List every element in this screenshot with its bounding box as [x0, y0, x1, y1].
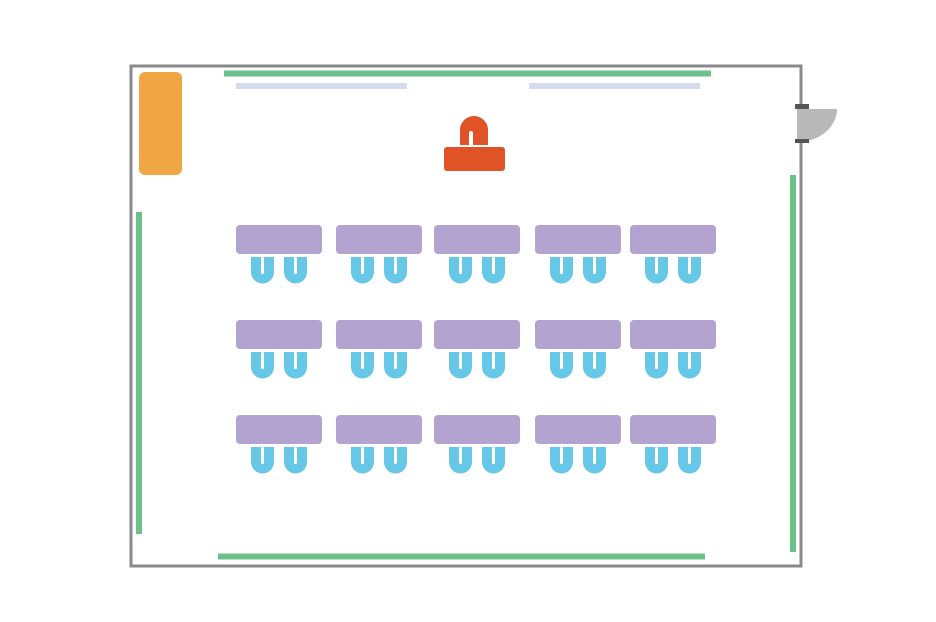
chair-icon — [251, 257, 274, 284]
desk — [535, 225, 621, 254]
chair-icon — [678, 257, 701, 284]
desk-station — [535, 320, 621, 379]
desk — [535, 415, 621, 444]
room-walls — [129, 64, 803, 568]
chair-icon — [645, 352, 668, 379]
chair-icon — [251, 352, 274, 379]
chair-icon — [449, 447, 472, 474]
desk-station — [236, 320, 322, 379]
chair-icon — [284, 352, 307, 379]
chair-icon — [449, 352, 472, 379]
chair-icon — [645, 257, 668, 284]
projector-screen-right — [529, 83, 700, 89]
desk — [236, 225, 322, 254]
chair-icon — [645, 447, 668, 474]
chair-icon — [384, 352, 407, 379]
desk-station — [535, 415, 621, 474]
chair-icon — [482, 352, 505, 379]
chair-icon — [351, 257, 374, 284]
chair-icon — [384, 257, 407, 284]
desk-station — [336, 320, 422, 379]
bottom-whiteboard — [218, 553, 705, 560]
desk-station — [630, 415, 716, 474]
chair-icon — [550, 447, 573, 474]
chair-icon — [550, 257, 573, 284]
chair-icon — [550, 352, 573, 379]
desk — [336, 320, 422, 349]
chair-icon — [482, 257, 505, 284]
chair-icon — [351, 447, 374, 474]
desk-station — [236, 415, 322, 474]
chair-icon — [482, 447, 505, 474]
desk-station — [630, 225, 716, 284]
chair-icon — [284, 257, 307, 284]
desk — [630, 225, 716, 254]
cabinet-icon — [139, 72, 182, 175]
chair-icon — [449, 257, 472, 284]
door-icon — [795, 104, 837, 143]
desk — [236, 415, 322, 444]
desk — [630, 415, 716, 444]
chair-icon — [351, 352, 374, 379]
chair-icon — [678, 352, 701, 379]
desk — [434, 320, 520, 349]
left-whiteboard — [136, 212, 142, 534]
desk — [434, 415, 520, 444]
chair-icon — [678, 447, 701, 474]
chair-icon — [583, 257, 606, 284]
projector-screen-left — [236, 83, 407, 89]
desk — [236, 320, 322, 349]
desk — [336, 225, 422, 254]
desk-station — [236, 225, 322, 284]
chair-icon — [583, 447, 606, 474]
desk-station — [630, 320, 716, 379]
chair-icon — [384, 447, 407, 474]
desk — [434, 225, 520, 254]
podium-icon — [444, 116, 505, 171]
desk-station — [434, 225, 520, 284]
desk-station — [336, 415, 422, 474]
desk — [630, 320, 716, 349]
desk-station — [434, 415, 520, 474]
desk-station — [434, 320, 520, 379]
chair-icon — [284, 447, 307, 474]
desk — [535, 320, 621, 349]
desk — [336, 415, 422, 444]
chair-icon — [583, 352, 606, 379]
right-whiteboard — [790, 175, 796, 552]
desk-station — [535, 225, 621, 284]
desk-grid — [236, 225, 716, 474]
desk-station — [336, 225, 422, 284]
chair-icon — [251, 447, 274, 474]
top-whiteboard — [224, 70, 711, 77]
